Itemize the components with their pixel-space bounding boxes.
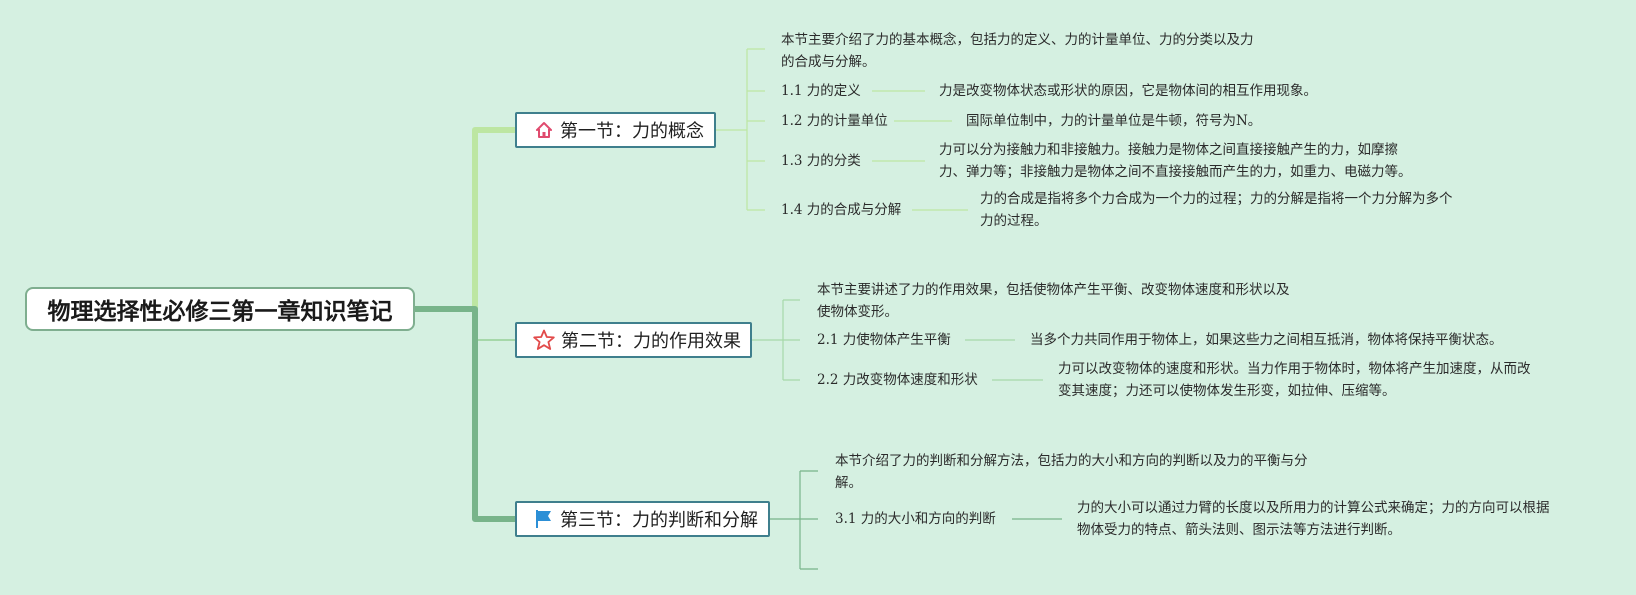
section-1-item-2-label[interactable]: 1.2 力的计量单位: [781, 113, 888, 129]
section-2-item-1-label[interactable]: 2.1 力使物体产生平衡: [817, 332, 951, 348]
section-3-summary: 本节介绍了力的判断和分解方法，包括力的大小和方向的判断以及力的平衡与分 解。: [835, 453, 1308, 491]
section-1-item-3-label[interactable]: 1.3 力的分类: [781, 153, 861, 169]
section-2-summary: 本节主要讲述了力的作用效果，包括使物体产生平衡、改变物体速度和形状以及 使物体变…: [817, 282, 1290, 320]
section-2-label: 第二节：力的作用效果: [561, 331, 741, 352]
section-3-item-1-desc: 力的大小可以通过力臂的长度以及所用力的计算公式来确定；力的方向可以根据 物体受力…: [1077, 500, 1550, 538]
section-1-item-1-label[interactable]: 1.1 力的定义: [781, 83, 861, 99]
section-1-node[interactable]: 第一节：力的概念: [515, 112, 716, 148]
section-1-item-4-desc: 力的合成是指将多个力合成为一个力的过程；力的分解是指将一个力分解为多个 力的过程…: [980, 191, 1453, 229]
section-3-label: 第三节：力的判断和分解: [560, 510, 758, 531]
section-1-label: 第一节：力的概念: [560, 121, 704, 142]
home-icon: [533, 119, 554, 141]
root-topic[interactable]: 物理选择性必修三第一章知识笔记: [25, 287, 415, 331]
star-icon: [533, 329, 555, 351]
flag-icon: [533, 508, 554, 530]
section-1-item-4-label[interactable]: 1.4 力的合成与分解: [781, 202, 902, 218]
section-1-item-1-desc: 力是改变物体状态或形状的原因，它是物体间的相互作用现象。: [939, 83, 1317, 99]
section-2-item-1-desc: 当多个力共同作用于物体上，如果这些力之间相互抵消，物体将保持平衡状态。: [1030, 332, 1503, 348]
section-2-item-2-label[interactable]: 2.2 力改变物体速度和形状: [817, 372, 978, 388]
section-1-item-2-desc: 国际单位制中，力的计量单位是牛顿，符号为N。: [966, 113, 1262, 129]
section-1-item-3-desc: 力可以分为接触力和非接触力。接触力是物体之间直接接触产生的力，如摩擦 力、弹力等…: [939, 142, 1412, 180]
section-2-item-2-desc: 力可以改变物体的速度和形状。当力作用于物体时，物体将产生加速度，从而改 变其速度…: [1058, 361, 1531, 399]
section-3-node[interactable]: 第三节：力的判断和分解: [515, 501, 770, 537]
section-3-item-1-label[interactable]: 3.1 力的大小和方向的判断: [835, 511, 996, 527]
section-1-summary: 本节主要介绍了力的基本概念，包括力的定义、力的计量单位、力的分类以及力 的合成与…: [781, 32, 1254, 70]
section-2-node[interactable]: 第二节：力的作用效果: [515, 322, 752, 358]
